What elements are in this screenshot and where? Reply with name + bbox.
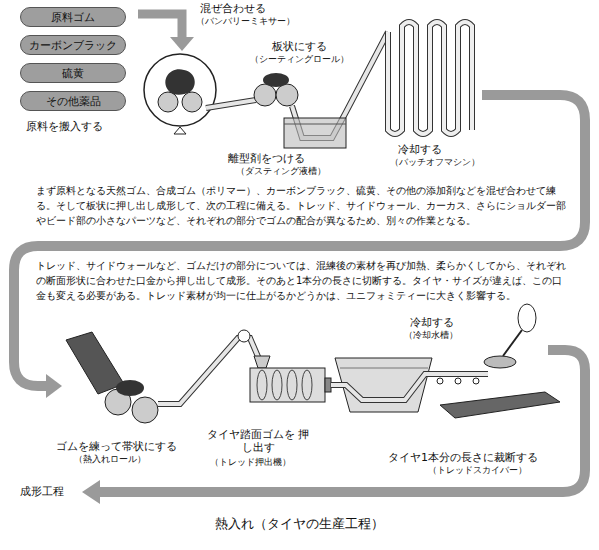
tread-skiver [518,304,536,332]
dusting-tank [284,118,346,148]
banbury-mixer [158,92,178,112]
tread-extruder [250,368,325,402]
sheeting-roll [276,84,298,106]
tread-extruder [250,356,331,402]
tread-extruder [272,370,282,400]
next-process-label: 成形工程 [20,485,64,498]
warming-roll [132,397,158,423]
tread-strip [473,378,479,384]
step-label: ゴムを練って帯状にする [56,440,177,453]
description-text: まず原料となる天然ゴム、合成ゴム（ポリマー）、カーボンブラック、硫黄、その他の添… [36,183,572,228]
dusting-tank [284,124,346,125]
step-label: 冷却する [410,316,454,329]
batch-off-machine [388,22,472,134]
warming-roll [66,332,158,423]
feed-arrow [138,14,194,51]
cut-tread [440,392,560,418]
material-box: 原料ゴム [20,7,126,27]
material-name: 硫黄 [62,66,84,81]
process-flow-arrow [14,95,585,398]
tread-strip [331,374,488,400]
machine-name: （シーティングロール） [250,54,349,65]
batch-off-machine [388,22,472,134]
next-process-arrow [82,480,100,504]
material-name: その他薬品 [46,94,101,109]
next-process-arrow [82,350,585,504]
tread-extruder [254,356,270,368]
step-label: 原料を搬入する [26,120,103,133]
cooling-tank [340,368,428,369]
banbury-mixer [144,54,216,126]
tread-skiver [484,304,536,368]
tread-skiver [503,330,522,356]
banbury-mixer [182,92,202,112]
feed-arrow [170,37,194,51]
tread-extruder [325,378,331,392]
tread-skiver [484,356,516,368]
machine-name: （トレッドスカイバー） [428,465,527,476]
warming-roll [116,380,144,396]
sheeting-roll [263,73,289,87]
next-process-arrow [100,350,585,492]
banbury-mixer [165,69,194,95]
cut-tread [440,392,560,418]
sheeting-roll [254,84,276,106]
step-label: タイヤ1本分の長さに裁断する [388,451,538,464]
warming-roll [66,332,124,394]
process-flow-arrow [14,95,585,386]
process-flow-arrow [46,374,62,398]
tread-strip [455,378,461,384]
material-box: カーボンブラック [20,35,126,55]
material-box: 硫黄 [20,63,126,83]
step-label: 板状にする [272,40,327,53]
rubber-sheet [206,100,256,108]
tread-extruder [287,370,297,400]
dusting-tank [284,118,346,148]
description-text: トレッド、サイドウォールなど、ゴムだけの部分については、混練後の素材を再び加熱、… [36,258,572,303]
tread-extruder [302,370,312,400]
step-label: 冷却する [398,143,442,156]
machine-name: （熱入れロール） [74,454,146,465]
rubber-sheet [206,100,256,108]
tread-strip [331,374,488,400]
tread-strip [331,374,488,400]
batch-off-machine [388,22,472,134]
tread-strip [437,378,443,384]
material-name: 原料ゴム [51,10,95,25]
machine-name: （バンバリーミキサー） [196,16,295,27]
banbury-mixer [174,127,186,134]
step-label: 混ぜ合わせる [200,2,266,15]
rubber-strip [238,330,250,342]
machine-name: （ダスティング液槽） [236,166,326,177]
machine-name: （トレッド押出機） [210,457,291,468]
material-name: カーボンブラック [29,38,117,53]
sheeting-roll [254,73,298,106]
banbury-mixer [144,54,216,134]
rubber-strip [158,338,262,404]
feed-arrow [138,14,182,38]
rubber-strip [158,330,262,404]
material-box: その他薬品 [20,91,126,111]
tread-extruder [257,370,267,400]
rubber-strip [158,338,262,404]
figure-caption: 熱入れ（タイヤの生産工程） [0,516,599,532]
machine-name: （バッチオフマシン） [390,157,480,168]
machine-name: （冷却水槽） [404,330,458,341]
step-label: 離型剤をつける [228,152,305,165]
step-label: タイヤ踏面ゴムを 押し出す [206,428,310,454]
